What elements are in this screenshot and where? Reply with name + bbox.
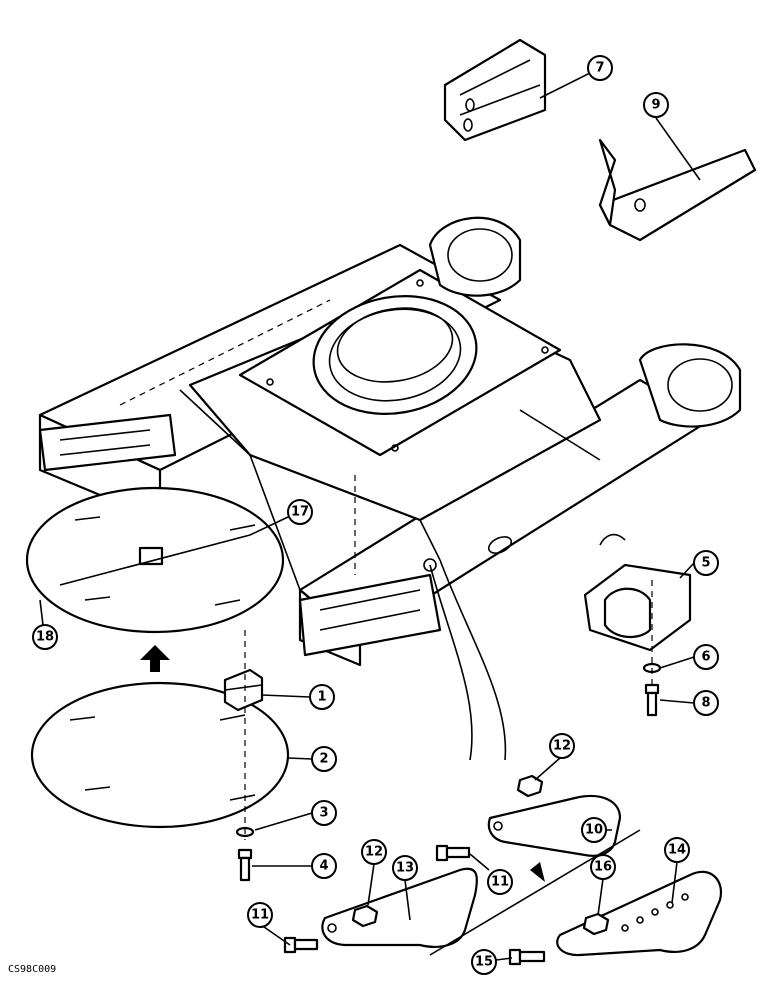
nut-part-12-upper: [516, 774, 544, 798]
callout-16: 16: [590, 854, 616, 880]
svg-text:17: 17: [291, 505, 309, 520]
svg-text:10: 10: [585, 823, 603, 838]
assembly-curve-2: [439, 559, 507, 761]
svg-text:15: 15: [475, 955, 493, 970]
svg-text:13: 13: [396, 861, 414, 876]
nut-part-16: [582, 912, 610, 936]
cover-plate-2: [30, 681, 290, 829]
direction-arrow: [530, 862, 545, 882]
svg-text:12: 12: [365, 845, 383, 860]
callout-18: 18: [32, 624, 58, 650]
callout-7: 8: [693, 690, 719, 716]
svg-text:6: 6: [701, 650, 710, 665]
guard-part-9: [598, 138, 757, 242]
svg-text:8: 8: [701, 696, 710, 711]
svg-text:14: 14: [668, 843, 686, 858]
callout-5: 5: [693, 550, 719, 576]
callout-17: 17: [287, 499, 313, 525]
callout-11-upper: 11: [487, 869, 513, 895]
divider-line: [429, 829, 641, 956]
callout-14: 14: [664, 837, 690, 863]
callout-3: 3: [311, 800, 337, 826]
callout-15: 15: [471, 949, 497, 975]
svg-text:18: 18: [36, 630, 54, 645]
svg-text:12: 12: [553, 739, 571, 754]
step-part-13: [321, 867, 478, 948]
bolt-part-11-upper: [435, 844, 471, 862]
callout-8: 7: [587, 55, 613, 81]
step-part-14: [556, 870, 723, 957]
svg-text:4: 4: [319, 859, 328, 874]
bolt-part-7: [644, 683, 660, 717]
assembly-curve-3: [599, 533, 626, 546]
cover-plate-17: [25, 486, 285, 634]
callout-11-lower: 11: [247, 902, 273, 928]
callout-10: 10: [581, 817, 607, 843]
callout-12-lower: 12: [361, 839, 387, 865]
svg-text:2: 2: [319, 752, 328, 767]
assembly-curve-1: [429, 564, 473, 761]
callout-9: 9: [643, 92, 669, 118]
lower-frame: [38, 216, 742, 667]
svg-text:9: 9: [651, 98, 660, 113]
assembly-arrow: [140, 645, 170, 672]
svg-text:11: 11: [251, 908, 269, 923]
callout-1: 1: [309, 684, 335, 710]
nut-part-12-lower: [351, 904, 379, 928]
svg-text:1: 1: [317, 690, 326, 705]
svg-text:5: 5: [701, 556, 710, 571]
callout-6: 6: [693, 644, 719, 670]
callout-2: 2: [311, 746, 337, 772]
svg-text:7: 7: [595, 61, 604, 76]
guard-part-8: [443, 38, 547, 142]
callout-12-upper: 12: [549, 733, 575, 759]
bracket-part-1: [223, 668, 264, 712]
saddle-part-5: [583, 563, 692, 652]
callout-4: 4: [311, 853, 337, 879]
svg-text:3: 3: [319, 806, 328, 821]
bolt-part-15: [508, 948, 546, 966]
bolt-part-4: [237, 848, 253, 882]
figure-code: CS98C009: [8, 964, 56, 975]
svg-text:11: 11: [491, 875, 509, 890]
svg-text:16: 16: [594, 860, 612, 875]
callout-13: 13: [392, 855, 418, 881]
